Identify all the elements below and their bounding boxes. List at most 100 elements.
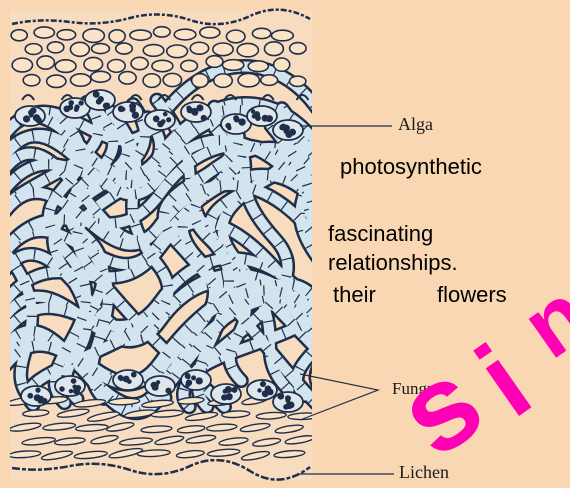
alga-granule — [186, 106, 191, 111]
alga-granule — [163, 112, 168, 117]
alga-granule — [186, 379, 192, 385]
cortex-cell — [153, 27, 170, 37]
cortex-cell — [190, 42, 208, 54]
alga-granule — [73, 387, 80, 394]
cortex-cell — [213, 43, 233, 56]
alga-granule — [59, 386, 64, 391]
overlay-line-relationships: relationships. — [328, 251, 458, 275]
alga-granule — [221, 394, 227, 400]
cortex-cell — [12, 58, 32, 72]
cortex-cell — [23, 75, 40, 86]
alga-granule — [283, 404, 289, 410]
alga-granule — [119, 377, 124, 382]
alga-granule — [277, 393, 284, 400]
alga-granule — [127, 379, 132, 384]
alga-granule — [23, 115, 30, 122]
alga-granule — [161, 119, 166, 124]
cortex-cell — [34, 27, 54, 38]
cortex-cell — [91, 71, 111, 82]
alga-granule — [129, 103, 136, 110]
cortex-cell — [119, 72, 136, 84]
alga-granule — [29, 113, 33, 117]
alga-granule — [239, 121, 244, 126]
cortex-cell — [70, 74, 90, 86]
alga-granule — [152, 384, 158, 390]
alga-cell — [145, 376, 175, 396]
alga-granule — [68, 100, 74, 106]
alga-granule — [285, 395, 291, 401]
cortex-cell — [200, 27, 220, 38]
alga-granule — [166, 117, 171, 122]
alga-granule — [35, 387, 40, 392]
alga-granule — [132, 112, 139, 119]
cortex-cell — [261, 75, 278, 86]
cortex-cell — [167, 45, 188, 58]
cortex-cell — [181, 60, 198, 71]
overlay-word-their: their — [333, 283, 376, 307]
cortex-cell — [152, 60, 173, 71]
cortex-cell — [290, 76, 306, 86]
alga-granule — [265, 385, 272, 392]
cortex-cell — [131, 57, 148, 69]
cortex-cell — [214, 74, 233, 87]
alga-granule — [254, 111, 260, 117]
alga-granule — [260, 381, 266, 387]
alga-granule — [78, 100, 83, 105]
alga-granule — [156, 380, 160, 384]
cortex-cell — [264, 42, 283, 56]
cortex-cell — [143, 45, 164, 57]
cortex-cell — [47, 42, 63, 53]
cortex-cell — [47, 75, 66, 87]
alga-granule — [185, 373, 191, 379]
cortex-cell — [226, 30, 245, 43]
cortex-cell — [274, 58, 290, 71]
alga-granule — [103, 103, 109, 109]
cortex-cell — [57, 30, 76, 40]
alga-granule — [232, 387, 238, 393]
cortex-cell — [163, 73, 181, 86]
alga-granule — [153, 116, 160, 123]
alga-granule — [283, 125, 290, 132]
alga-granule — [33, 114, 40, 121]
alga-granule — [71, 378, 77, 384]
cortex-cell — [92, 44, 110, 54]
cortex-cell — [248, 61, 268, 72]
cortex-cell — [70, 42, 89, 56]
alga-granule — [63, 105, 70, 112]
lower-cortex-cell — [109, 398, 140, 406]
alga-granule — [201, 115, 207, 121]
overlay-line-photosynthetic: photosynthetic — [340, 155, 482, 179]
cortex-cell — [37, 56, 54, 69]
cortex-cell — [290, 43, 306, 54]
alga-granule — [233, 115, 239, 121]
alga-granule — [96, 99, 101, 104]
cortex-cell — [271, 30, 293, 41]
alga-granule — [192, 109, 198, 115]
alga-granule — [196, 377, 203, 384]
alga-label: Alga — [398, 114, 433, 135]
cortex-cell — [116, 43, 133, 54]
cortex-cell — [143, 74, 160, 88]
overlay-line-fascinating: fascinating — [328, 222, 433, 246]
alga-granule — [262, 115, 269, 122]
alga-granule — [285, 131, 292, 138]
alga-granule — [227, 387, 233, 393]
cortex-cell — [83, 29, 104, 43]
alga-granule — [118, 106, 123, 111]
cortex-cell — [55, 60, 76, 73]
cortex-cell — [130, 30, 151, 40]
alga-granule — [27, 393, 33, 399]
alga-granule — [227, 126, 231, 130]
alga-granule — [38, 396, 44, 402]
cortex-cell — [252, 28, 270, 38]
alga-granule — [223, 389, 228, 394]
alga-granule — [131, 372, 137, 378]
cortex-cell — [11, 30, 27, 41]
alga-granule — [74, 104, 79, 109]
cortex-cell — [174, 29, 196, 40]
cortex-cell — [192, 74, 209, 88]
cortex-cell — [222, 60, 243, 71]
alga-cell — [247, 106, 277, 126]
alga-granule — [69, 389, 73, 393]
